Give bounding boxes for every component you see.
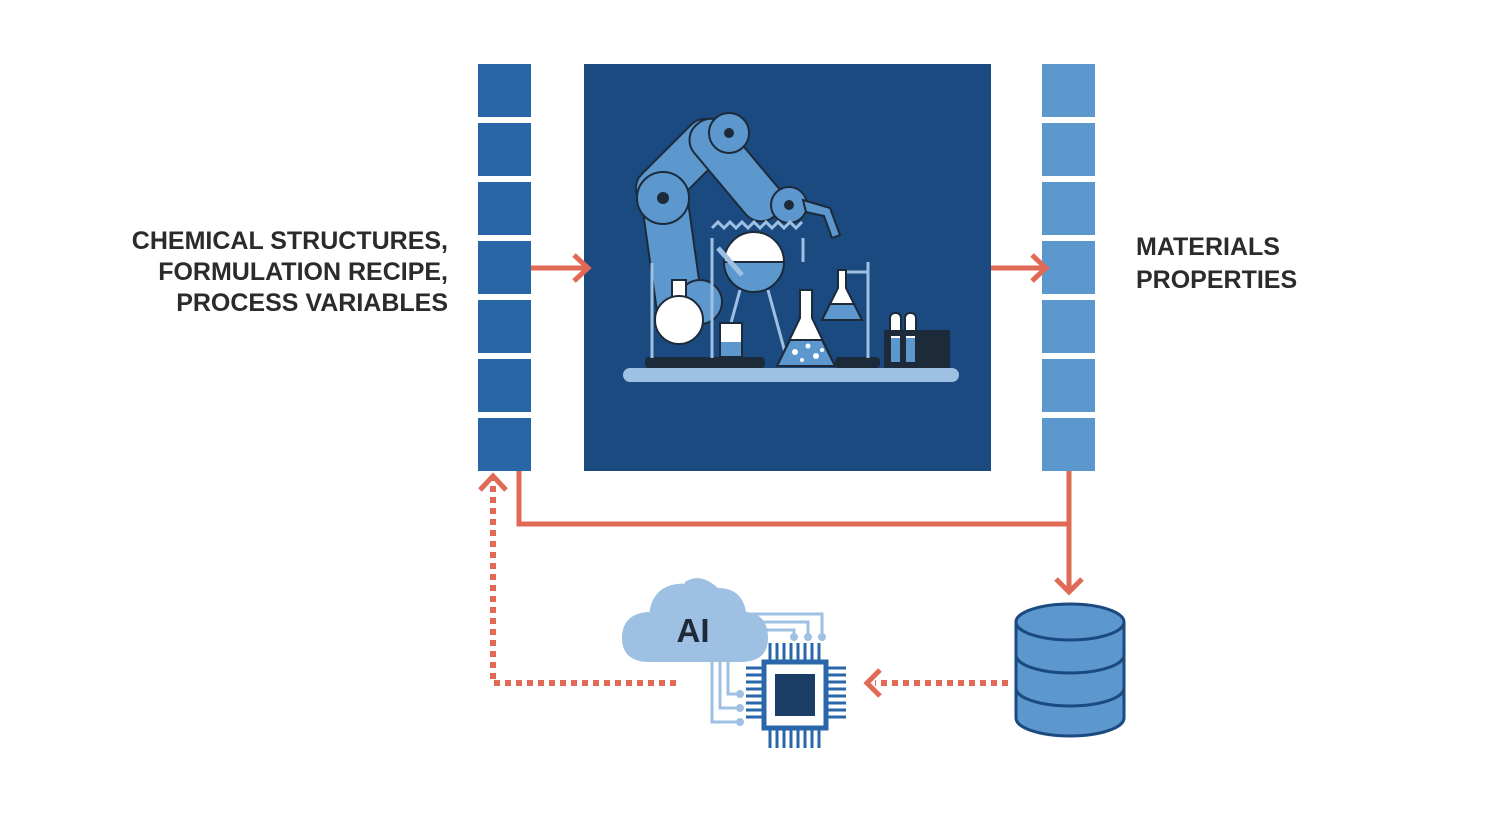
input-cell-2 [478,123,531,176]
output-cell-2 [1042,123,1095,176]
input-cell-1 [478,64,531,117]
arrow-lab-to-output-head [1030,253,1050,283]
lab-panel-background [584,64,991,471]
inputs-label-line-3: PROCESS VARIABLES [176,289,448,317]
input-cell-6 [478,359,531,412]
inputs-label-line-1: CHEMICAL STRUCTURES, [131,227,448,255]
outputs-label-line-1: MATERIALS [1136,233,1280,261]
output-cell-6 [1042,359,1095,412]
arrow-ai-to-input-head [478,472,508,492]
arrow-input-to-lab-head [572,253,592,283]
input-cell-3 [478,182,531,235]
connector-input-to-db [516,471,1069,527]
outputs-label-line-2: PROPERTIES [1136,266,1298,294]
arrow-ai-to-input [490,480,676,686]
outputs-label: MATERIALS PROPERTIES [1136,231,1376,297]
output-cell-5 [1042,300,1095,353]
output-cell-7 [1042,418,1095,471]
robotic-lab-icon [584,64,991,471]
output-vector-column [1042,64,1095,471]
input-cell-7 [478,418,531,471]
output-cell-4 [1042,241,1095,294]
flow-arrows [516,253,1084,596]
output-cell-3 [1042,182,1095,235]
inputs-label-line-2: FORMULATION RECIPE, [158,258,448,286]
ai-label: AI [677,612,710,649]
input-cell-4 [478,241,531,294]
ai-cloud-icon: AI [622,578,768,662]
circuit-traces [710,612,824,724]
arrow-to-database-head [1054,577,1084,596]
database-icon [1014,602,1126,738]
feedback-arrows [478,472,1008,698]
inputs-label: CHEMICAL STRUCTURES, FORMULATION RECIPE,… [108,226,448,319]
input-cell-5 [478,300,531,353]
processor-chip-icon [746,643,846,748]
input-vector-column [478,64,531,471]
arrow-db-to-ai-head [863,668,882,698]
output-cell-1 [1042,64,1095,117]
